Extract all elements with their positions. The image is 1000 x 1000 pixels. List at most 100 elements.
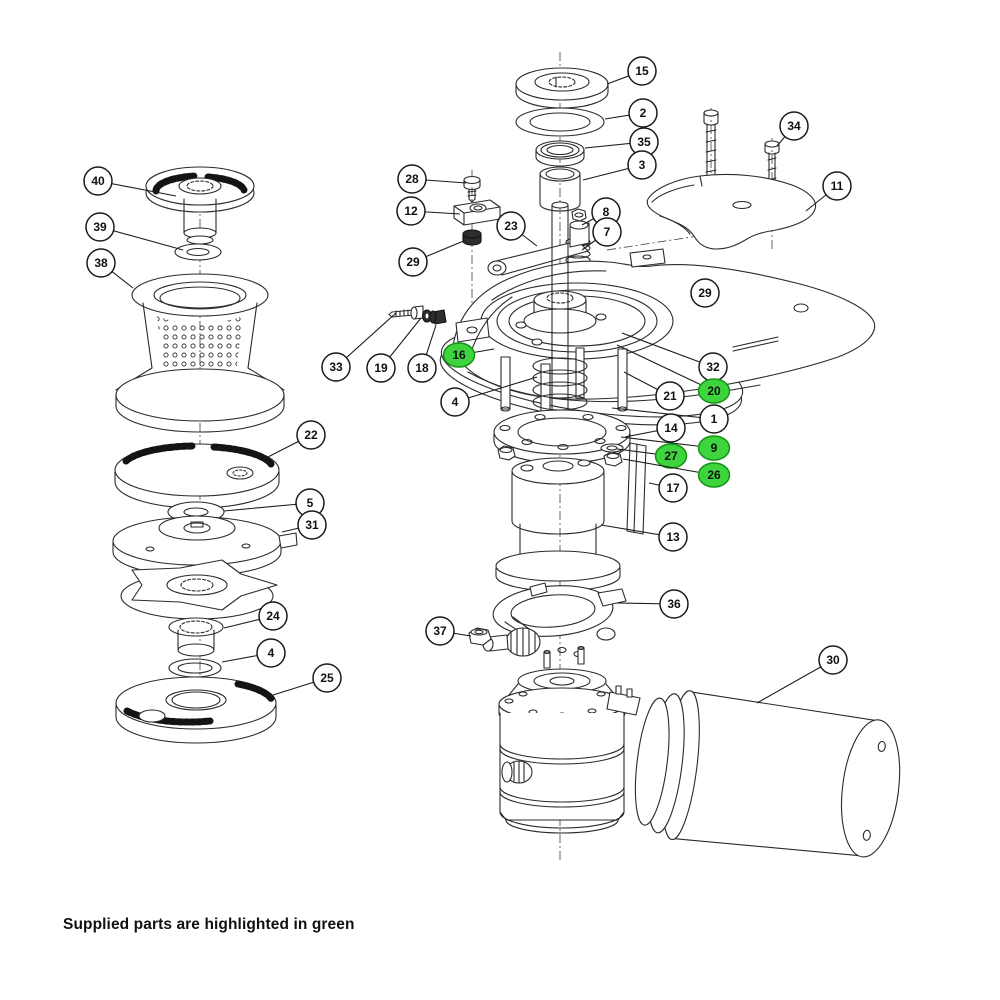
part-drum xyxy=(115,273,285,433)
svg-text:24: 24 xyxy=(266,609,280,623)
svg-text:23: 23 xyxy=(504,219,518,233)
svg-text:1: 1 xyxy=(711,412,718,426)
callout-20-supplied: 20 xyxy=(616,344,731,404)
svg-text:17: 17 xyxy=(666,481,680,495)
svg-text:3: 3 xyxy=(639,158,646,172)
part-disc-22 xyxy=(114,442,280,509)
svg-text:18: 18 xyxy=(415,361,429,375)
svg-text:21: 21 xyxy=(663,389,677,403)
callout-18: 18 xyxy=(407,324,437,383)
part-cover-11 xyxy=(646,173,817,250)
part-oring-4 xyxy=(168,658,222,678)
callout-11: 11 xyxy=(805,171,852,212)
callout-2: 2 xyxy=(604,98,658,128)
part-nut-18 xyxy=(429,309,447,325)
part-bushing-24 xyxy=(168,617,224,657)
part-nut-37 xyxy=(468,627,492,646)
callout-layer: 40 39 38 22 5 31 24 4 25 15 2 353 28 12 29 23 8 7 34 11 29 33… xyxy=(83,56,852,704)
svg-text:14: 14 xyxy=(664,421,678,435)
svg-text:22: 22 xyxy=(304,428,318,442)
callout-9-supplied: 9 xyxy=(620,435,731,461)
part-screw-33 xyxy=(388,305,424,320)
callout-34: 34 xyxy=(776,111,809,147)
part-cap-15 xyxy=(515,67,609,109)
svg-text:12: 12 xyxy=(404,204,418,218)
svg-text:19: 19 xyxy=(374,361,388,375)
callout-15: 15 xyxy=(606,56,657,86)
svg-text:29: 29 xyxy=(698,286,712,300)
callout-35: 35 xyxy=(584,127,659,157)
svg-text:15: 15 xyxy=(635,64,649,78)
part-center-boss xyxy=(515,290,607,346)
callout-1: 1 xyxy=(611,404,729,434)
svg-text:20: 20 xyxy=(707,384,721,398)
part-plate-31 xyxy=(112,515,298,577)
svg-text:9: 9 xyxy=(711,441,718,455)
part-disc-25 xyxy=(115,676,277,744)
callout-13: 13 xyxy=(600,522,688,552)
svg-text:40: 40 xyxy=(91,174,105,188)
svg-text:16: 16 xyxy=(452,348,466,362)
part-key-rod-17 xyxy=(626,442,647,535)
svg-text:26: 26 xyxy=(707,468,721,482)
svg-text:37: 37 xyxy=(433,624,447,638)
svg-text:33: 33 xyxy=(329,360,343,374)
svg-text:13: 13 xyxy=(666,530,680,544)
callout-30: 30 xyxy=(756,645,848,704)
callout-7: 7 xyxy=(581,217,622,251)
callout-36: 36 xyxy=(616,589,689,619)
part-ring-2 xyxy=(515,107,605,137)
part-washer-19 xyxy=(421,309,433,323)
part-block-12 xyxy=(453,199,501,226)
part-clutch-cone xyxy=(120,559,278,620)
svg-text:8: 8 xyxy=(603,205,610,219)
svg-text:5: 5 xyxy=(307,496,314,510)
svg-text:28: 28 xyxy=(405,172,419,186)
callout-32: 32 xyxy=(621,332,728,382)
callout-4-left: 4 xyxy=(221,638,286,668)
callout-38: 38 xyxy=(86,248,134,289)
part-motor-30 xyxy=(634,690,901,858)
svg-text:2: 2 xyxy=(640,106,647,120)
callout-17: 17 xyxy=(648,473,688,503)
callout-29-right: 29 xyxy=(690,278,720,308)
part-clamp-36 xyxy=(482,582,627,658)
svg-text:25: 25 xyxy=(320,671,334,685)
svg-text:36: 36 xyxy=(667,597,681,611)
callout-26-supplied: 26 xyxy=(622,458,731,488)
part-gearbox xyxy=(498,645,641,834)
part-top-cap xyxy=(145,166,255,245)
callout-12: 12 xyxy=(396,196,461,226)
svg-text:38: 38 xyxy=(94,256,108,270)
part-bearing-35 xyxy=(535,140,585,167)
part-nut-29-left xyxy=(462,229,482,246)
svg-text:31: 31 xyxy=(305,518,319,532)
callout-27-supplied: 27 xyxy=(616,443,688,469)
svg-text:4: 4 xyxy=(268,646,275,660)
callout-21: 21 xyxy=(623,371,685,411)
callout-31: 31 xyxy=(281,510,327,540)
callout-25: 25 xyxy=(269,663,342,697)
callout-23: 23 xyxy=(496,211,538,247)
caption: Supplied parts are highlighted in green xyxy=(63,916,355,933)
part-washer-39 xyxy=(174,243,222,261)
callout-4-center: 4 xyxy=(440,376,538,417)
svg-text:4: 4 xyxy=(452,395,459,409)
callout-14: 14 xyxy=(624,413,686,443)
callout-22: 22 xyxy=(261,420,326,461)
part-cylinder-13 xyxy=(495,457,621,592)
svg-text:29: 29 xyxy=(406,255,420,269)
callout-39: 39 xyxy=(85,212,184,251)
callout-3: 3 xyxy=(582,150,657,181)
svg-text:7: 7 xyxy=(604,225,611,239)
part-screw-28 xyxy=(463,175,481,203)
callout-19: 19 xyxy=(366,317,422,383)
svg-text:39: 39 xyxy=(93,220,107,234)
callout-29-left: 29 xyxy=(398,239,467,277)
callout-28: 28 xyxy=(397,164,467,194)
callout-37: 37 xyxy=(425,616,472,646)
callout-24: 24 xyxy=(223,601,288,631)
part-shaft xyxy=(551,201,569,445)
